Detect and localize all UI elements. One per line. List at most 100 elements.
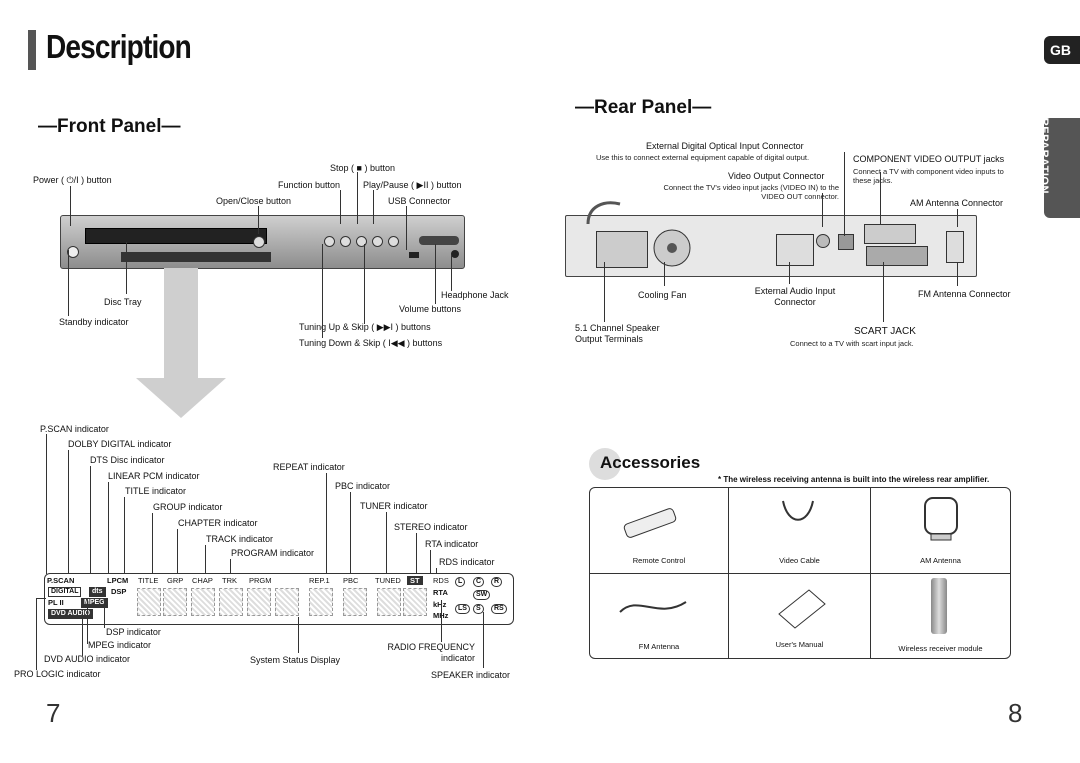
tuning-down-label: Tuning Down & Skip ( I◀◀ ) buttons [299, 338, 443, 348]
stereo-label: STEREO indicator [394, 522, 468, 532]
headphone-jack[interactable] [451, 250, 459, 258]
accessory-cell: Wireless receiver module [871, 574, 1010, 658]
component-desc: Connect a TV with component video inputs… [853, 167, 1004, 185]
speaker-label: SPEAKER indicator [431, 670, 511, 680]
play-pause-button[interactable] [372, 236, 383, 247]
accessory-cell: User's Manual [729, 574, 871, 658]
accessory-cell: FM Antenna [590, 574, 729, 658]
power-label: Power ( ⏻/I ) button [33, 175, 112, 185]
disc-tray [85, 228, 267, 244]
lcd-spk-c: C [473, 577, 485, 587]
lcd-lpcm: LPCM [107, 576, 129, 585]
fm-antenna-icon [619, 601, 687, 613]
tuning-down-button[interactable] [340, 236, 351, 247]
track-label: TRACK indicator [206, 534, 274, 544]
rds-label: RDS indicator [439, 557, 495, 567]
accessories-grid: Remote Control Video Cable AM Antenna FM… [589, 487, 1011, 659]
am-antenna-icon [924, 497, 958, 541]
lcd-spk-ls: LS [455, 604, 470, 614]
tuning-up-label: Tuning Up & Skip ( ▶▶I ) buttons [299, 322, 431, 332]
lcd-dsp: DSP [111, 587, 127, 596]
segment-digit [219, 588, 243, 616]
video-out-label: Video Output Connector [728, 171, 825, 181]
lcd-spk-sw: SW [473, 590, 491, 600]
dolby-label: DOLBY DIGITAL indicator [68, 439, 172, 449]
page-number-right: 8 [1008, 698, 1023, 728]
segment-digit [343, 588, 367, 616]
am-antenna-label: AM Antenna Connector [910, 198, 1004, 208]
system-status-label: System Status Display [250, 655, 341, 665]
function-button[interactable] [324, 236, 335, 247]
repeat-label: REPEAT indicator [273, 462, 345, 472]
chapter-label: CHAPTER indicator [178, 518, 258, 528]
audio-input-jacks[interactable] [776, 234, 814, 266]
accessory-label: Wireless receiver module [898, 644, 983, 653]
accessory-cell: Video Cable [729, 488, 871, 574]
front-panel-device [60, 215, 465, 269]
remote-control-icon [623, 508, 677, 538]
wireless-module-icon [931, 578, 947, 634]
lcd-spk-s: S [473, 604, 484, 614]
lcd-spk-l: L [455, 577, 466, 587]
component-jacks[interactable] [864, 224, 916, 244]
accessory-label: FM Antenna [638, 642, 680, 651]
dts-label: DTS Disc indicator [90, 455, 165, 465]
speaker-terminals-label: 5.1 Channel Speaker Output Terminals [575, 323, 660, 344]
segment-digit [377, 588, 401, 616]
lcd-spk-rs: RS [491, 604, 507, 614]
segment-digit [137, 588, 161, 616]
power-button[interactable] [67, 246, 79, 258]
front-panel-heading: —Front Panel— [38, 116, 181, 137]
segment-digit [191, 588, 215, 616]
lcd-title: TITLE [138, 576, 159, 585]
fm-antenna-label: FM Antenna Connector [918, 289, 1011, 299]
segment-digit [163, 588, 187, 616]
stop-button[interactable] [356, 236, 367, 247]
page-number-left: 7 [46, 698, 61, 728]
rta-label: RTA indicator [425, 539, 479, 549]
open-close-button[interactable] [253, 236, 265, 248]
disc-tray-label: Disc Tray [104, 297, 142, 307]
lcd-prgm: PRGM [249, 576, 272, 585]
lcd-pbc: PBC [343, 576, 359, 585]
lcd-rta: RTA [433, 588, 448, 597]
segment-digit [309, 588, 333, 616]
rear-panel-device [565, 215, 977, 277]
scart-desc: Connect to a TV with scart input jack. [790, 339, 914, 348]
dvd-audio-label: DVD AUDIO indicator [44, 654, 131, 664]
video-out-jack[interactable] [816, 234, 830, 248]
function-label: Function button [278, 180, 341, 190]
pro-logic-label: PRO LOGIC indicator [14, 669, 101, 679]
lcd-spk-r: R [491, 577, 503, 587]
antenna-jacks[interactable] [946, 231, 964, 263]
video-cable-icon [782, 500, 814, 521]
volume-buttons[interactable] [419, 236, 459, 245]
scart-jack[interactable] [866, 246, 928, 266]
lcd-trk: TRK [222, 576, 237, 585]
lcd-rds: RDS [433, 576, 449, 585]
front-display-diagram: P.SCAN LPCM TITLE GRP CHAP TRK PRGM REP.… [44, 573, 514, 625]
lcd-pscan: P.SCAN [47, 576, 75, 585]
speaker-terminals[interactable] [596, 231, 648, 268]
lcd-chap: CHAP [192, 576, 213, 585]
optical-jack[interactable] [838, 234, 854, 250]
optical-label: External Digital Optical Input Connector [646, 141, 804, 151]
segment-digit [275, 588, 299, 616]
segment-digit [403, 588, 427, 616]
open-close-label: Open/Close button [216, 196, 292, 206]
tuning-up-button[interactable] [388, 236, 399, 247]
title-accent-bar [28, 30, 36, 70]
volume-label: Volume buttons [399, 304, 462, 314]
cooling-fan-icon [653, 229, 691, 267]
section-tab [1044, 118, 1080, 218]
accessory-label: Video Cable [779, 556, 820, 565]
headphone-label: Headphone Jack [441, 290, 509, 300]
accessory-cell: AM Antenna [871, 488, 1010, 574]
component-label: COMPONENT VIDEO OUTPUT jacks [853, 154, 1005, 164]
display-window [121, 252, 271, 262]
cable-icon [586, 201, 621, 225]
lcd-rep1: REP.1 [309, 576, 330, 585]
usb-port[interactable] [409, 252, 419, 258]
rear-panel-heading: —Rear Panel— [575, 97, 712, 118]
accessory-label: User's Manual [775, 640, 824, 649]
